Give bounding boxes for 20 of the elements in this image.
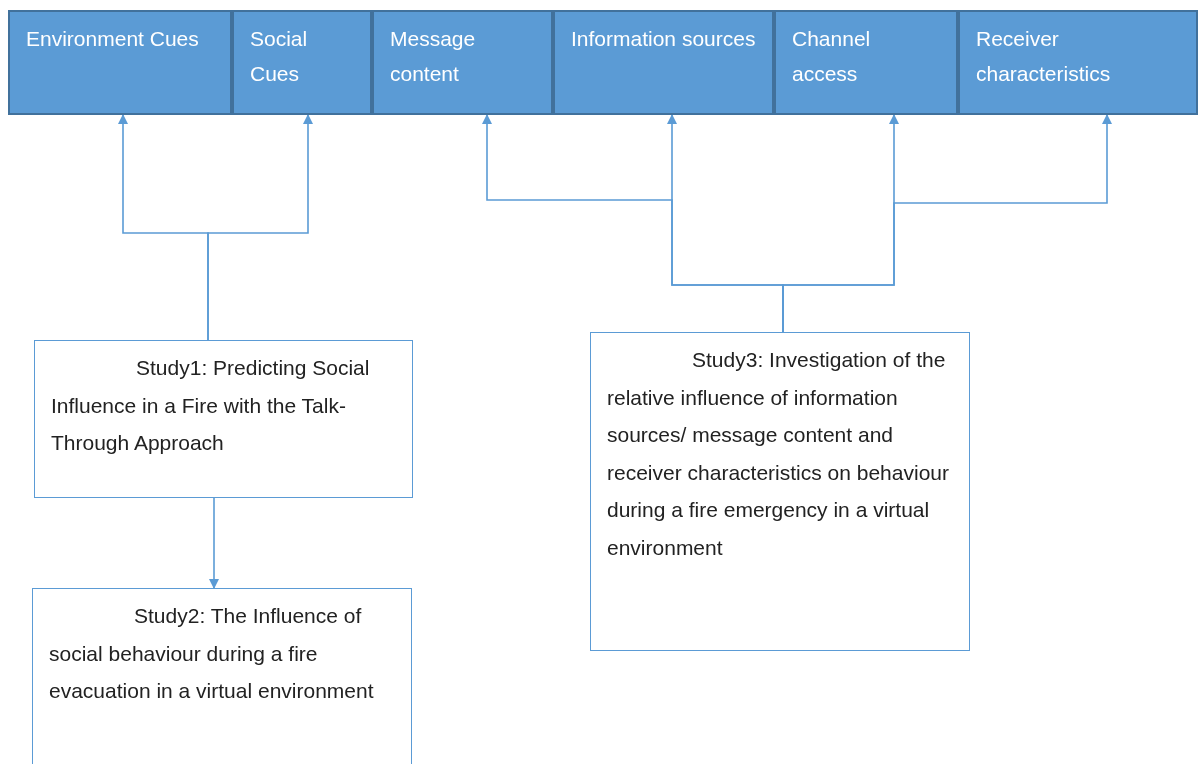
header-label: Social Cues xyxy=(250,27,308,85)
header-label: Environment Cues xyxy=(26,27,199,50)
study-box xyxy=(34,340,413,498)
study-box xyxy=(590,332,970,651)
arrow xyxy=(209,497,219,589)
header-label: Information sources xyxy=(571,27,756,50)
header-cell xyxy=(232,10,372,115)
study-text: Study2: The Influence of social behaviour during a fire evacuation in a virtual environment xyxy=(49,603,375,704)
header-cell xyxy=(553,10,774,115)
header-cell xyxy=(774,10,958,115)
study-text: Study3: Investigation of the relative influence of information sources/ message content and receiver characteristics on behaviour during a fire emergency in a virtual environment xyxy=(607,347,950,561)
study-box xyxy=(32,588,412,764)
header-cell xyxy=(372,10,553,115)
header-cell xyxy=(8,10,232,115)
study-text: Study1: Predicting Social Influence in a Fire with the Talk-Through Approach xyxy=(51,355,371,456)
header-label: Message content xyxy=(390,27,476,85)
header-label: Receiver characteristics xyxy=(976,27,1111,85)
arrow xyxy=(207,114,313,341)
header-label: Channel access xyxy=(792,27,871,85)
header-cell xyxy=(958,10,1198,115)
